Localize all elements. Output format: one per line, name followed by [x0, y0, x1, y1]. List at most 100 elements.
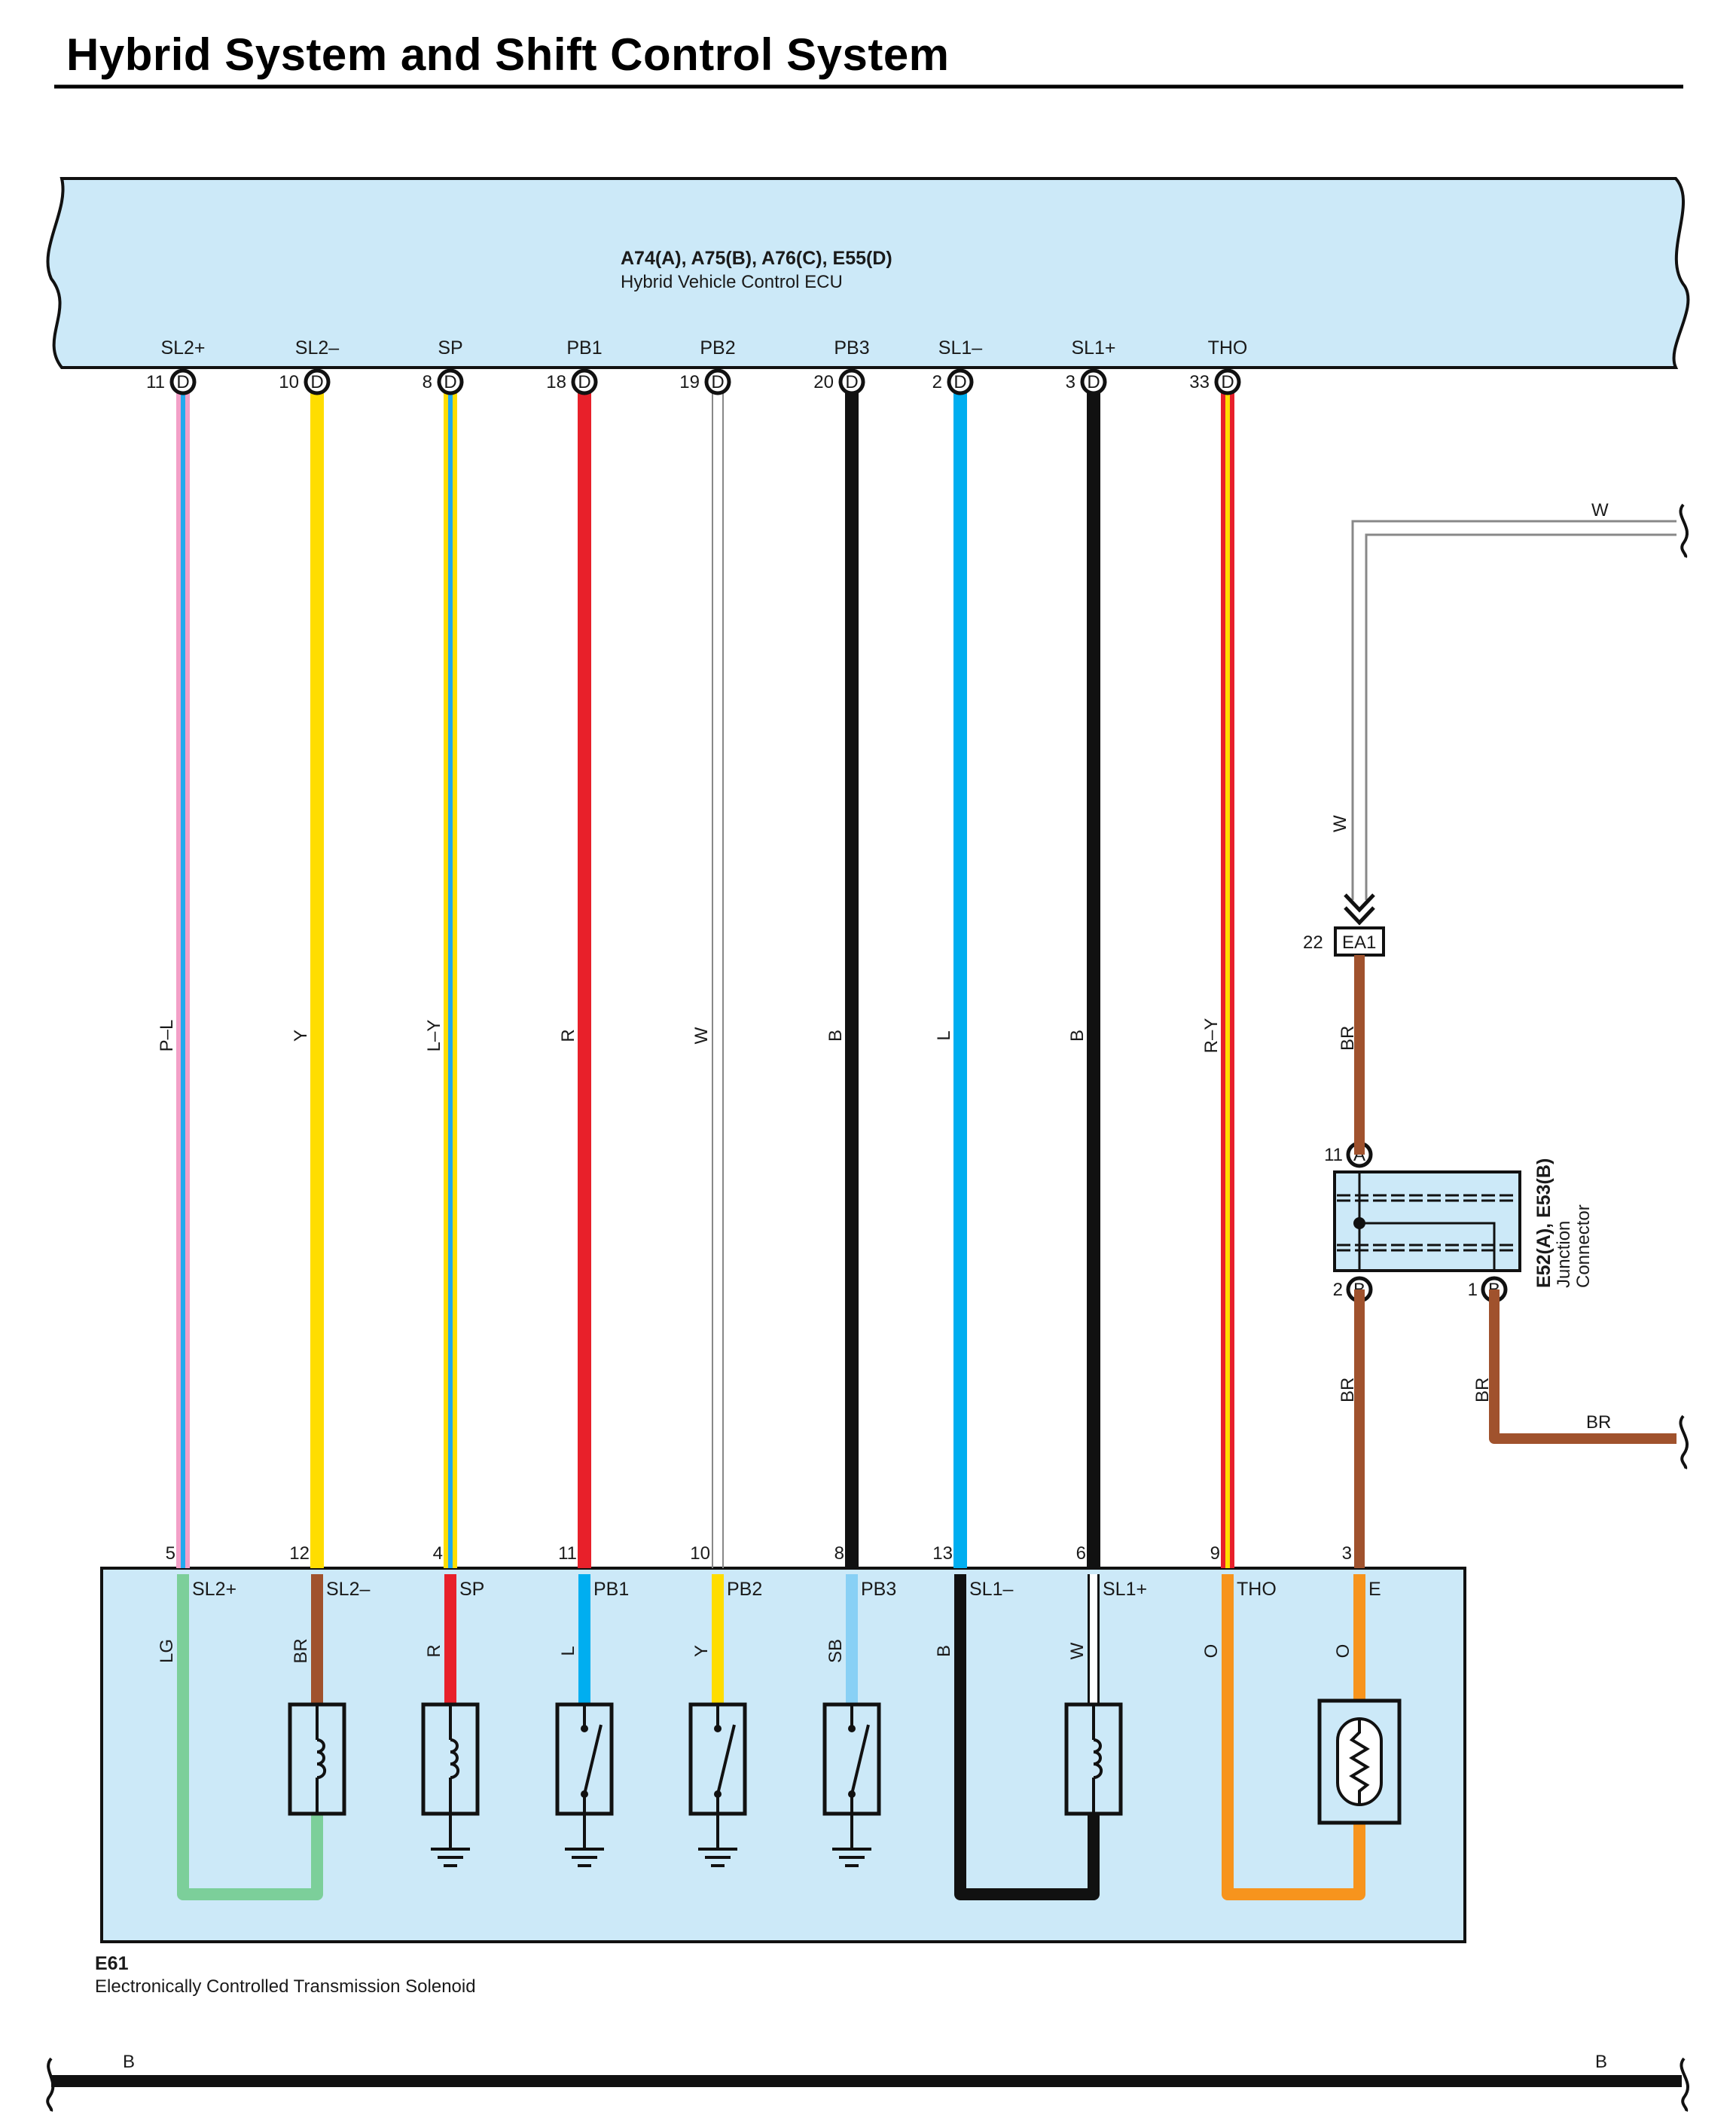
ecu-block [46, 177, 1690, 369]
solenoid-pin-label-9: E [1368, 1579, 1381, 1600]
ecu-pin-connector-SP: D [444, 372, 456, 392]
inner-loop-sl2 [177, 1574, 323, 1900]
wire-label-PB3: B [825, 1030, 846, 1042]
solenoid-pin-label-3: PB1 [593, 1579, 629, 1600]
wire-label-SL2+: P–L [157, 1020, 177, 1052]
wire-label-br-lower-left: BR [1338, 1378, 1358, 1402]
junction-splice-dot [1353, 1217, 1365, 1229]
solenoid-pin-number-2: 4 [433, 1543, 443, 1564]
ecu-pin-label-PB2: PB2 [700, 337, 735, 359]
break-mark-bus-right [1680, 2057, 1690, 2112]
solenoid-pin-label-1: SL2– [326, 1579, 370, 1600]
inner-loop-tho [1222, 1574, 1365, 1900]
junction-line2: Connector [1573, 1204, 1594, 1288]
wire-label-SP: L–Y [424, 1020, 444, 1052]
harness-wires [176, 392, 1234, 1568]
connector-pins: D11SL2+D10SL2–D8SPD18PB1D19PB2D20PB3D2SL… [146, 337, 1508, 1600]
ecu-pin-connector-THO: D [1221, 372, 1234, 392]
ecu-pin-label-SL2–: SL2– [295, 337, 339, 359]
break-mark-br [1679, 1415, 1689, 1469]
wire-label-PB2: W [691, 1027, 712, 1044]
wire-label-w-vertical: W [1330, 815, 1350, 832]
ecu-pin-connector-PB2: D [711, 372, 724, 392]
wire-w-outer [1351, 520, 1677, 900]
wire-label-br-out: BR [1586, 1412, 1611, 1433]
junction-pin_top-number: 11 [1324, 1145, 1343, 1165]
ecu-pin-connector-PB1: D [578, 372, 590, 392]
switch-icon [716, 1724, 736, 1795]
solenoid-code: E61 [95, 1953, 129, 1974]
ecu-pin-label-THO: THO [1208, 337, 1248, 359]
solenoid-pin-number-8: 9 [1210, 1543, 1220, 1564]
junction-pin_bottom_left-number: 2 [1333, 1280, 1343, 1300]
break-mark-bus-left [46, 2057, 55, 2112]
solenoid-pin-number-1: 12 [289, 1543, 310, 1564]
junction-connector [1333, 1170, 1521, 1272]
wire-label-w-top: W [1591, 500, 1609, 520]
solenoid-pin-number-6: 13 [932, 1543, 953, 1564]
ecu-pin-label-SL1+: SL1+ [1071, 337, 1115, 359]
wire-w-fill [1354, 523, 1677, 900]
inner-wire-label-9: O [1333, 1644, 1353, 1659]
page-title: Hybrid System and Shift Control System [66, 29, 950, 80]
solenoid-name: Electronically Controlled Transmission S… [95, 1976, 476, 1997]
wire-w-inner [1365, 533, 1677, 900]
coil-icon [316, 1738, 327, 1779]
ecu-pin-number-PB3: 20 [813, 372, 834, 392]
wire-label-PB1: R [558, 1029, 578, 1042]
ecu-pin-SL1– [947, 368, 974, 395]
wire-label-bus-left: B [123, 2052, 135, 2072]
ecu-pin-number-SL2+: 11 [146, 372, 165, 392]
ecu-pin-number-PB1: 18 [546, 372, 566, 392]
junction-pin_bottom_right-number: 1 [1468, 1280, 1478, 1300]
solenoid-pin-label-8: THO [1237, 1579, 1277, 1600]
coil-icon [1093, 1738, 1103, 1779]
ecu-pin-SP [437, 368, 464, 395]
wire-label-THO: R–Y [1201, 1018, 1222, 1054]
solenoid-pin-number-0: 5 [166, 1543, 175, 1564]
ecu-pin-connector-SL2+: D [176, 372, 189, 392]
solenoid-pin-number-5: 8 [834, 1543, 844, 1564]
ecu-pin-connector-SL1–: D [953, 372, 966, 392]
resistor-icon [1349, 1719, 1370, 1805]
ecu-pin-PB1 [571, 368, 598, 395]
ecu-pin-number-SL1+: 3 [1066, 372, 1075, 392]
solenoid-pin-label-4: PB2 [727, 1579, 762, 1600]
ea1-connector [1334, 926, 1385, 957]
break-mark-w [1679, 503, 1689, 558]
wire-label-bus-right: B [1595, 2052, 1607, 2072]
ecu-pin-label-PB3: PB3 [834, 337, 869, 359]
ea1-pin-number: 22 [1303, 932, 1323, 953]
chevron-down-icon [1344, 893, 1375, 926]
switch-pb2-contact [714, 1725, 722, 1732]
solenoid-pin-label-2: SP [459, 1579, 484, 1600]
junction-code: E52(A), E53(B) [1533, 1158, 1554, 1288]
switch-pb3-contact [848, 1725, 856, 1732]
ecu-name: Hybrid Vehicle Control ECU [621, 272, 843, 292]
ecu-pin-number-SP: 8 [423, 372, 432, 392]
ecu-pin-number-SL2–: 10 [279, 372, 299, 392]
ecu-pin-label-SP: SP [438, 337, 462, 359]
solenoid-pin-label-5: PB3 [861, 1579, 896, 1600]
solenoid-pin-label-6: SL1– [969, 1579, 1013, 1600]
inner-wire-label-1: BR [291, 1638, 311, 1663]
wire-label-SL1+: B [1067, 1030, 1088, 1042]
ecu-pin-connector-SL2–: D [310, 372, 323, 392]
switch-icon [583, 1724, 603, 1795]
solenoid-pin-number-4: 10 [690, 1543, 710, 1564]
switch-icon [850, 1724, 870, 1795]
solenoid-pin-number-7: 6 [1076, 1543, 1086, 1564]
inner-wire-label-6: B [934, 1645, 954, 1657]
ecu-pin-SL2+ [169, 368, 197, 395]
solenoid-pin-number-9: 3 [1342, 1543, 1352, 1564]
inner-loop-sl1 [954, 1574, 1100, 1900]
ecu-pin-SL1+ [1080, 368, 1107, 395]
solenoid-pin-number-3: 11 [558, 1543, 577, 1564]
junction-internal-link-2 [1359, 1222, 1496, 1271]
wire-label-SL2–: Y [291, 1030, 311, 1042]
wire-label-br-lower-right: BR [1472, 1378, 1493, 1402]
ecu-pin-PB3 [838, 368, 865, 395]
inner-wire-label-2: R [424, 1644, 444, 1657]
